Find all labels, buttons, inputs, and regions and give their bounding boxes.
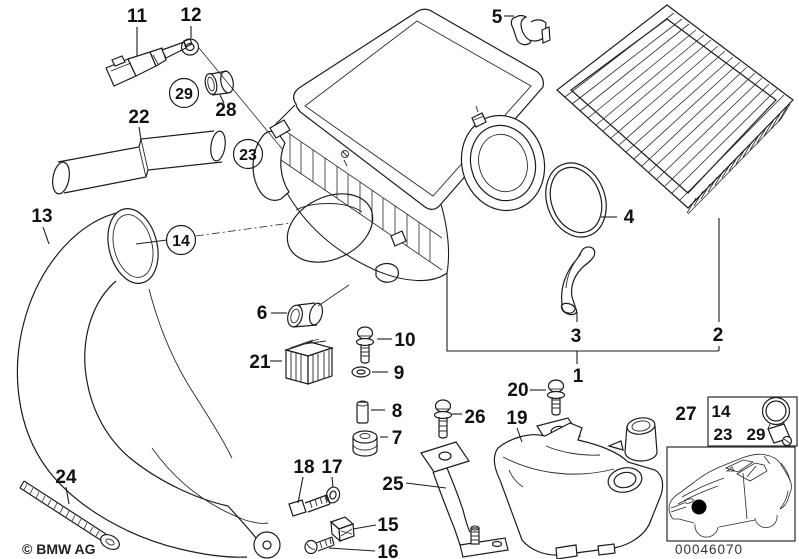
diagram-number: 00046070: [675, 542, 743, 557]
clamp-legend-box: 14 23 29: [707, 396, 798, 447]
callout-26[interactable]: 26: [464, 407, 485, 428]
legend-number-14[interactable]: 14: [712, 402, 731, 421]
svg-text:23: 23: [239, 147, 257, 164]
callout-3[interactable]: 3: [571, 326, 582, 347]
callout-27[interactable]: 27: [675, 404, 696, 425]
washer-17-drawing: [325, 486, 341, 504]
sealing-ring-drawing: [545, 162, 607, 238]
leader-lines: [42, 15, 720, 552]
callout-22[interactable]: 22: [128, 107, 149, 128]
cap-7-drawing: [352, 430, 378, 457]
spacer-8-drawing: [356, 400, 369, 424]
callout-5[interactable]: 5: [492, 7, 503, 28]
callout-6[interactable]: 6: [257, 303, 268, 324]
svg-text:14: 14: [172, 233, 190, 250]
callout-10[interactable]: 10: [394, 330, 415, 351]
callout-24[interactable]: 24: [55, 467, 77, 488]
callout-21[interactable]: 21: [249, 352, 271, 373]
filter-pleat-edge-hatch: [686, 103, 791, 215]
callout-29-circled[interactable]: 29: [168, 77, 200, 109]
bushing-6-drawing: [287, 302, 324, 328]
clip-5-drawing: [510, 14, 551, 46]
cable-strap-drawing: [19, 480, 120, 551]
screw-16-drawing: [304, 536, 335, 555]
outlet-flange: [460, 105, 546, 212]
callout-20[interactable]: 20: [507, 380, 528, 401]
callout-15[interactable]: 15: [377, 515, 399, 536]
callout-2[interactable]: 2: [713, 325, 724, 346]
callout-4[interactable]: 4: [624, 207, 635, 228]
callout-25[interactable]: 25: [382, 474, 404, 495]
callout-13[interactable]: 13: [31, 206, 52, 227]
bolt-20-drawing: [546, 379, 566, 416]
rubber-mount-21-drawing: [283, 338, 335, 385]
car-silhouette-icon: [668, 453, 792, 538]
resonator-tank-drawing: [493, 417, 664, 559]
callout-9[interactable]: 9: [394, 363, 405, 384]
callout-1[interactable]: 1: [573, 366, 584, 387]
bracket-25-drawing: [420, 441, 509, 558]
washer-9-drawing: [351, 366, 371, 378]
sensor-washer-drawing: [180, 38, 200, 56]
callout-14-circled[interactable]: 14: [165, 224, 197, 256]
callout-12[interactable]: 12: [180, 5, 201, 26]
bolt-10-drawing: [355, 326, 375, 364]
filter-element-drawing: [556, 4, 794, 215]
expanding-nut-15-drawing: [329, 516, 355, 543]
callout-19[interactable]: 19: [506, 408, 527, 429]
callout-7[interactable]: 7: [392, 428, 403, 449]
callout-23-circled[interactable]: 23: [232, 138, 264, 170]
bmw-copyright-watermark: © BMW AG: [22, 541, 96, 557]
air-cleaner-housing-drawing: [252, 8, 546, 283]
car-location-box: [666, 446, 796, 542]
hose-sleeve-drawing: [624, 417, 658, 462]
callout-18[interactable]: 18: [293, 457, 314, 478]
bolt-26-drawing: [433, 399, 453, 439]
callout-8[interactable]: 8: [392, 401, 403, 422]
callout-16[interactable]: 16: [377, 542, 398, 559]
legend-number-29[interactable]: 29: [747, 425, 766, 444]
housing-rib-fins: [277, 126, 431, 262]
location-marker-dot: [691, 499, 707, 515]
legend-number-23[interactable]: 23: [714, 425, 733, 444]
svg-text:29: 29: [175, 86, 193, 103]
callouts: 11 12 5 28 22 13 4 2 3 1 6 21 10 9 8 7 2…: [31, 5, 723, 559]
retaining-hook-drawing: [560, 246, 596, 316]
bracket-stud: [470, 525, 480, 545]
bushing-28-drawing: [204, 70, 234, 96]
callout-17[interactable]: 17: [321, 457, 342, 478]
callout-11[interactable]: 11: [127, 6, 148, 27]
hose-clamp-icon: [761, 396, 793, 447]
bolt-18-drawing: [288, 494, 331, 517]
intake-duct-drawing: [16, 208, 281, 559]
filter-pleats: [564, 12, 785, 201]
inlet-hose-drawing: [52, 130, 226, 195]
temperature-sensor-drawing: [105, 38, 193, 87]
callout-28[interactable]: 28: [215, 100, 236, 121]
